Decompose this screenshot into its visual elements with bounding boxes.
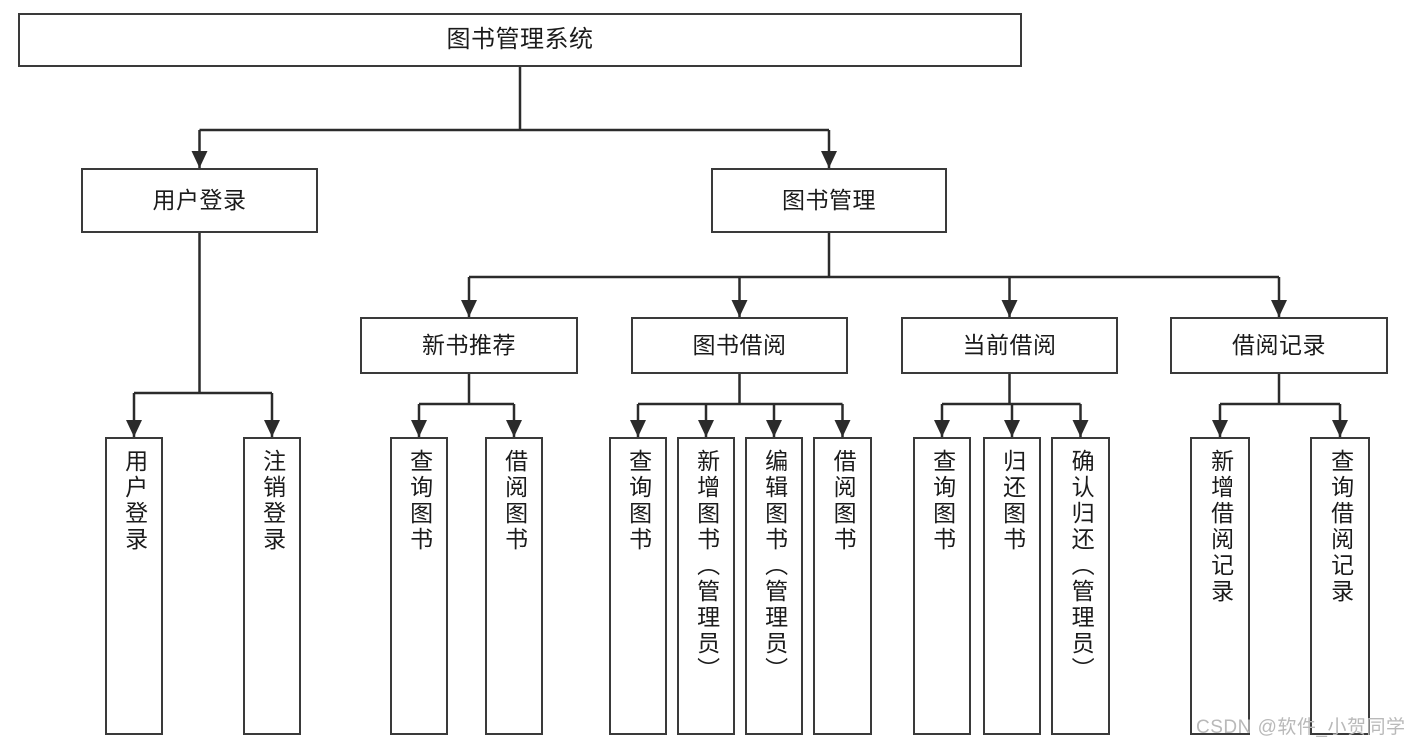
node-label-leaf-confirm-return: 确认归还（管理员）: [1068, 449, 1095, 683]
arrowhead-book-borrow-to-leaf-borrow-book-2: [834, 420, 851, 437]
node-leaf-confirm-return[interactable]: 确认归还（管理员）: [1051, 437, 1110, 735]
node-label-leaf-borrow-book-1: 借阅图书: [501, 449, 528, 553]
arrowhead-book-borrow-to-leaf-add-book: [698, 420, 714, 437]
node-label-leaf-edit-book: 编辑图书（管理员）: [761, 449, 788, 683]
node-leaf-query-book-3[interactable]: 查询图书: [913, 437, 971, 735]
node-leaf-edit-book[interactable]: 编辑图书（管理员）: [745, 437, 803, 735]
arrowhead-book-manage-to-book-borrow: [731, 300, 748, 317]
node-book-manage[interactable]: 图书管理: [711, 168, 947, 233]
node-label-leaf-query-book-2: 查询图书: [625, 449, 652, 553]
arrowhead-current-borrow-to-leaf-return-book: [1004, 420, 1020, 437]
node-label-leaf-add-book: 新增图书（管理员）: [693, 449, 720, 683]
node-borrow-record[interactable]: 借阅记录: [1170, 317, 1388, 374]
node-leaf-query-book-2[interactable]: 查询图书: [609, 437, 667, 735]
node-label-book-borrow: 图书借阅: [692, 331, 787, 358]
arrowhead-new-book-rec-to-leaf-borrow-book-1: [506, 420, 522, 437]
node-label-leaf-return-book: 归还图书: [999, 449, 1026, 553]
arrowhead-root-to-user-login: [191, 151, 208, 168]
node-leaf-borrow-book-2[interactable]: 借阅图书: [813, 437, 872, 735]
node-label-leaf-add-record: 新增借阅记录: [1207, 449, 1234, 605]
node-label-current-borrow: 当前借阅: [962, 331, 1057, 358]
node-label-leaf-user-login: 用户登录: [121, 449, 148, 553]
arrowhead-current-borrow-to-leaf-confirm-return: [1072, 420, 1089, 437]
arrowhead-borrow-record-to-leaf-add-record: [1212, 420, 1228, 437]
arrowhead-user-login-to-leaf-user-login: [126, 420, 142, 437]
arrowhead-book-manage-to-new-book-rec: [461, 300, 477, 317]
node-leaf-add-record[interactable]: 新增借阅记录: [1190, 437, 1250, 735]
node-label-leaf-borrow-book-2: 借阅图书: [830, 449, 857, 553]
node-book-borrow[interactable]: 图书借阅: [631, 317, 848, 374]
arrowhead-book-manage-to-borrow-record: [1271, 300, 1287, 317]
arrowhead-book-borrow-to-leaf-query-book-2: [630, 420, 646, 437]
node-label-root: 图书管理系统: [446, 25, 594, 53]
node-user-login[interactable]: 用户登录: [81, 168, 318, 233]
node-leaf-query-record[interactable]: 查询借阅记录: [1310, 437, 1370, 735]
node-leaf-user-login[interactable]: 用户登录: [105, 437, 163, 735]
node-label-new-book-rec: 新书推荐: [422, 331, 516, 358]
arrowhead-current-borrow-to-leaf-query-book-3: [934, 420, 950, 437]
node-leaf-borrow-book-1[interactable]: 借阅图书: [485, 437, 543, 735]
node-label-book-manage: 图书管理: [782, 186, 876, 213]
node-leaf-query-book-1[interactable]: 查询图书: [390, 437, 448, 735]
node-new-book-rec[interactable]: 新书推荐: [360, 317, 578, 374]
node-label-leaf-query-book-3: 查询图书: [929, 449, 956, 553]
node-leaf-add-book[interactable]: 新增图书（管理员）: [677, 437, 735, 735]
node-root[interactable]: 图书管理系统: [18, 13, 1022, 67]
arrowhead-book-manage-to-current-borrow: [1001, 300, 1018, 317]
node-label-leaf-query-record: 查询借阅记录: [1327, 449, 1354, 605]
node-leaf-user-logout[interactable]: 注销登录: [243, 437, 301, 735]
arrowhead-root-to-book-manage: [821, 151, 837, 168]
node-label-user-login: 用户登录: [152, 186, 247, 213]
arrowhead-user-login-to-leaf-user-logout: [264, 420, 280, 437]
node-leaf-return-book[interactable]: 归还图书: [983, 437, 1041, 735]
node-label-leaf-query-book-1: 查询图书: [406, 449, 433, 553]
node-label-borrow-record: 借阅记录: [1232, 331, 1326, 358]
arrowhead-new-book-rec-to-leaf-query-book-1: [411, 420, 427, 437]
node-label-leaf-user-logout: 注销登录: [259, 449, 286, 553]
arrowhead-book-borrow-to-leaf-edit-book: [766, 420, 782, 437]
arrowhead-borrow-record-to-leaf-query-record: [1332, 420, 1348, 437]
node-current-borrow[interactable]: 当前借阅: [901, 317, 1118, 374]
